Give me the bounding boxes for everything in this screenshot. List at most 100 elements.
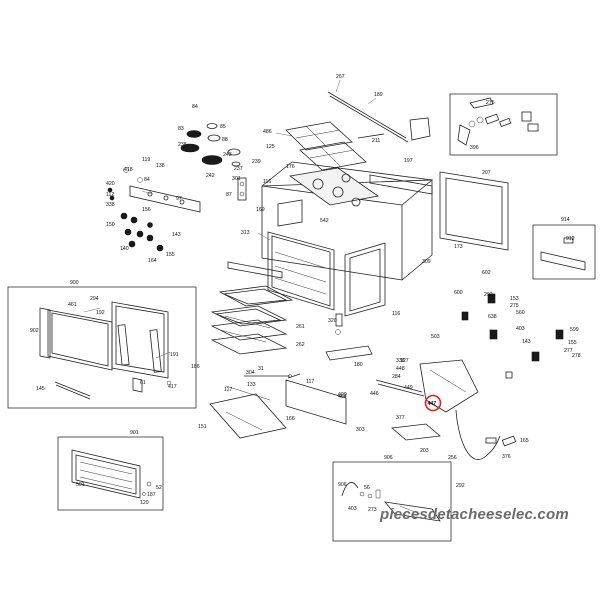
part-label: 145: [36, 386, 45, 392]
part-label: 166: [286, 416, 295, 422]
part-label: 242: [206, 173, 215, 179]
part-label: 197: [404, 158, 413, 164]
part-label: 256: [448, 455, 457, 461]
part-label: 906: [338, 482, 347, 488]
part-label: 461: [68, 302, 77, 308]
part-label: 116: [263, 179, 271, 185]
part-label: 376: [502, 454, 511, 460]
part-label: 503: [431, 334, 440, 340]
site-watermark: piecesdetacheeselec.com: [380, 506, 569, 523]
part-label: 150: [106, 222, 115, 228]
part-label: 448: [396, 366, 405, 372]
part-label: 638: [488, 314, 497, 320]
part-label: 600: [454, 290, 463, 296]
part-label: 267: [336, 74, 345, 80]
inset-drawer-901: 901: [57, 430, 164, 511]
part-label: 169: [256, 207, 265, 213]
leader-lines: [83, 79, 439, 409]
part-label: 292: [456, 483, 465, 489]
part-label: 304: [246, 370, 255, 376]
group-label-906: 906: [384, 455, 393, 461]
part-label: 400: [338, 392, 347, 398]
part-label: 403: [516, 326, 525, 332]
part-label: 189: [374, 92, 383, 98]
highlighted-part-label: 447: [428, 401, 437, 407]
pan-support-grates: [285, 91, 431, 171]
part-label: 176: [286, 164, 295, 170]
part-label: 143: [172, 232, 181, 238]
part-label: 155: [568, 340, 577, 346]
part-label: 338: [106, 202, 115, 208]
part-label: 125: [266, 144, 275, 150]
part-label: 294: [90, 296, 99, 302]
part-label: 61: [140, 380, 146, 386]
part-label: 446: [370, 391, 379, 397]
part-label: 97: [176, 196, 182, 202]
part-label: 187: [147, 492, 156, 498]
group-label-914: 914: [561, 217, 570, 223]
part-label: 912: [566, 236, 575, 242]
part-label: 191: [170, 352, 179, 358]
part-label: 120: [140, 500, 149, 506]
lower-parts: [209, 313, 517, 460]
part-label: 52: [156, 485, 162, 491]
part-label: 56: [364, 485, 370, 491]
group-label-901: 901: [130, 430, 139, 436]
part-label: 284: [392, 374, 401, 380]
part-label: 156: [142, 207, 151, 213]
group-label-900: 900: [70, 280, 79, 286]
inset-right-914: 914: [532, 217, 596, 280]
part-label: 31: [258, 366, 264, 372]
part-label: 133: [247, 382, 256, 388]
part-label: 486: [263, 129, 272, 135]
part-label: 83: [178, 126, 184, 132]
highlighted-part-447[interactable]: 447: [424, 394, 442, 412]
part-label: 164: [148, 258, 157, 264]
part-label: 87: [226, 192, 232, 198]
part-label: 602: [482, 270, 491, 276]
part-label: 112: [106, 192, 114, 198]
valve-parts: [461, 293, 564, 379]
part-label: 396: [470, 145, 479, 151]
part-label: 320: [328, 318, 337, 324]
part-label: 138: [156, 163, 165, 169]
part-label: 173: [454, 244, 463, 250]
part-label: 261: [296, 324, 305, 330]
part-label: 275: [486, 100, 495, 106]
part-label: 207: [482, 170, 491, 176]
inset-bottom-906: 906: [332, 455, 452, 542]
burner-parts: [180, 123, 247, 201]
part-label: 211: [372, 138, 380, 144]
part-label: 192: [96, 310, 105, 316]
oven-body: [227, 161, 509, 317]
part-label: 119: [142, 157, 150, 163]
part-label: 420: [106, 181, 115, 187]
part-label: 501: [76, 482, 85, 488]
control-panel: [107, 167, 201, 252]
part-number-labels: 267 189 486 125 211 84 85 83 238 88 243 …: [30, 74, 581, 513]
highlight-ring: [424, 394, 442, 412]
part-label: 180: [354, 362, 363, 368]
part-label: 143: [522, 339, 531, 345]
part-label: 116: [392, 311, 400, 317]
part-label: 239: [252, 159, 261, 165]
inset-door-900: 900: [7, 280, 197, 409]
part-label: 275: [510, 303, 519, 309]
part-label: 377: [396, 415, 405, 421]
part-label: 542: [320, 218, 329, 224]
part-label: 186: [191, 364, 200, 370]
part-label: 84: [192, 104, 198, 110]
part-label: 449: [404, 385, 413, 391]
part-label: 117: [306, 379, 314, 385]
part-label: 403: [348, 506, 357, 512]
part-label: 418: [124, 167, 133, 173]
part-label: 153: [510, 296, 519, 302]
part-label: 238: [178, 142, 187, 148]
part-label: 127: [400, 358, 409, 364]
part-label: 599: [570, 327, 579, 333]
part-label: 85: [220, 124, 226, 130]
part-label: 84: [144, 177, 150, 183]
part-label: 117: [224, 387, 232, 393]
oven-racks: [210, 285, 294, 355]
